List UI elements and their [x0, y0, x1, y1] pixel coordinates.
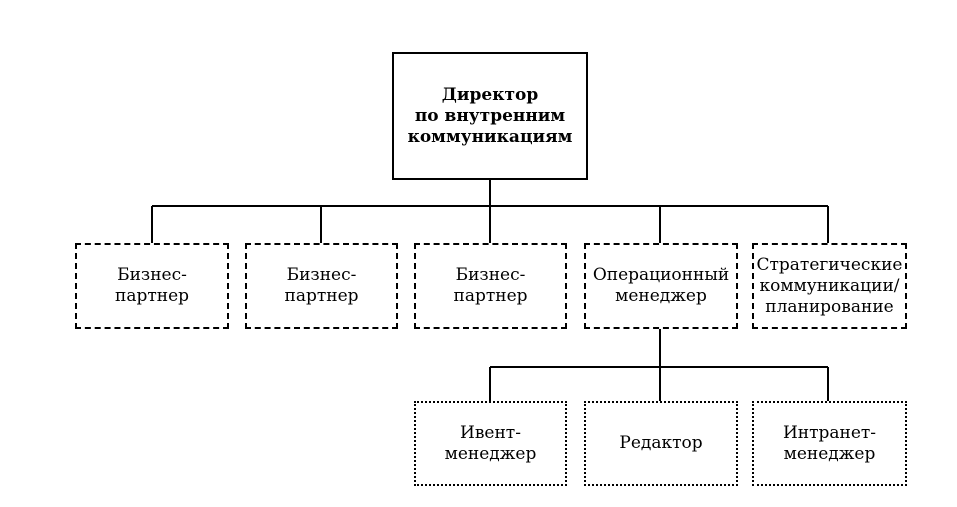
- strategic-communications-box: Стратегические коммуникации/ планировани…: [752, 243, 907, 329]
- event-manager-label: Ивент- менеджер: [444, 422, 537, 464]
- operations-manager-label: Операционный менеджер: [592, 265, 730, 306]
- business-partner-box-1: Бизнес- партнер: [75, 243, 229, 329]
- business-partner-label-1: Бизнес- партнер: [114, 265, 190, 306]
- event-manager-box: Ивент- менеджер: [414, 401, 567, 486]
- strategic-communications-label: Стратегические коммуникации/ планировани…: [756, 254, 903, 317]
- director-box: Директор по внутренним коммуникациям: [392, 52, 588, 180]
- operations-manager-box: Операционный менеджер: [584, 243, 738, 329]
- business-partner-box-3: Бизнес- партнер: [414, 243, 567, 329]
- business-partner-box-2: Бизнес- партнер: [245, 243, 398, 329]
- intranet-manager-label: Интранет- менеджер: [782, 422, 877, 464]
- editor-label: Редактор: [619, 433, 703, 453]
- business-partner-label-2: Бизнес- партнер: [284, 265, 359, 306]
- editor-box: Редактор: [584, 401, 738, 486]
- director-label: Директор по внутренним коммуникациям: [407, 84, 573, 147]
- business-partner-label-3: Бизнес- партнер: [453, 265, 528, 306]
- intranet-manager-box: Интранет- менеджер: [752, 401, 907, 486]
